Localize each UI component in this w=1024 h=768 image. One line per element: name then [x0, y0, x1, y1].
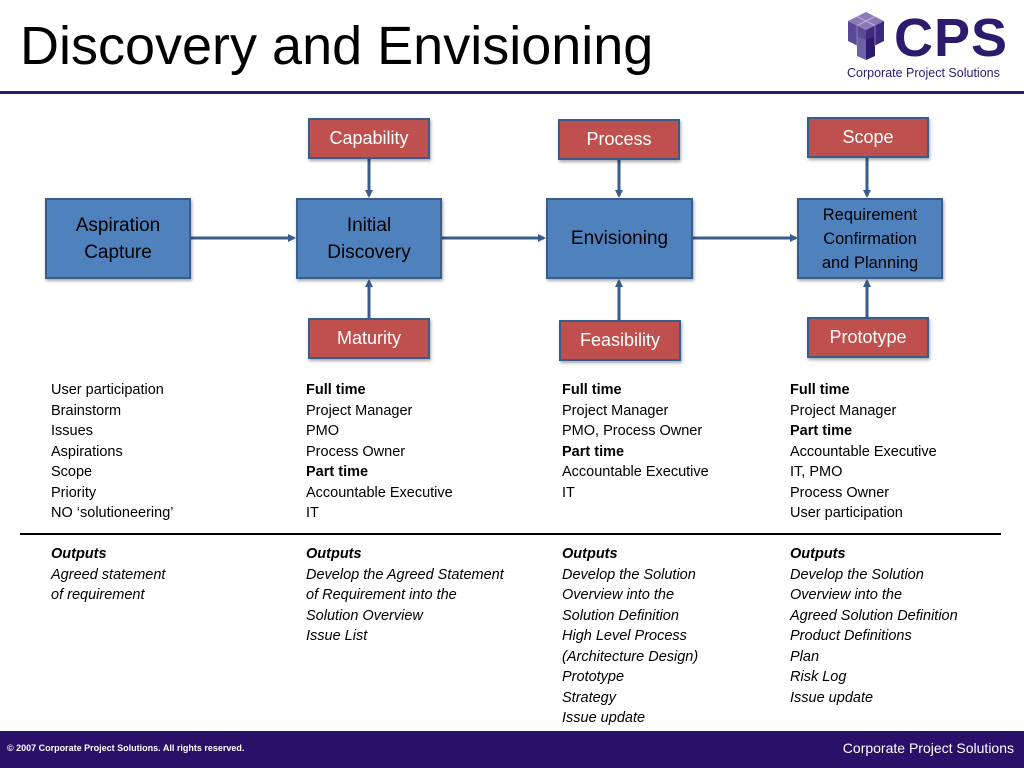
footer-bar: © 2007 Corporate Project Solutions. All …	[0, 731, 1024, 768]
cps-logo: CPS Corporate Project Solutions	[838, 8, 1018, 86]
participant-group-heading: Part time	[790, 423, 853, 439]
input-capability: Capability	[308, 118, 430, 159]
participant-group-heading: Full time	[306, 382, 366, 398]
output-item: Develop the Agreed Statement	[306, 566, 504, 583]
participant-item: IT, PMO	[790, 464, 843, 480]
participant-item: User participation	[790, 505, 903, 521]
participant-item: Aspirations	[51, 443, 123, 460]
stage-initial-discovery: Initial Discovery	[296, 198, 442, 279]
outputs-heading: Outputs	[306, 546, 362, 562]
output-item: of requirement	[51, 587, 145, 603]
input-scope: Scope	[807, 117, 929, 158]
output-item: (Architecture Design)	[562, 648, 699, 665]
footer-company-name: Corporate Project Solutions	[842, 740, 1014, 756]
participant-item: Brainstorm	[51, 402, 122, 419]
slide-title: Discovery and Envisioning	[20, 16, 654, 76]
cube-logo-icon	[848, 12, 884, 60]
output-item: High Level Process	[562, 628, 687, 644]
participant-item: Priority	[51, 484, 97, 501]
output-item: Prototype	[562, 669, 625, 685]
participant-item: Process Owner	[306, 443, 406, 460]
output-item: Plan	[790, 648, 820, 665]
participant-item: Scope	[51, 464, 93, 480]
participant-group-heading: Full time	[562, 382, 622, 398]
output-item: Product Definitions	[790, 628, 912, 644]
participant-item: IT	[562, 484, 575, 501]
output-item: Issue update	[562, 710, 646, 726]
participant-item: PMO, Process Owner	[562, 423, 703, 439]
participant-item: NO ‘solutioneering’	[51, 505, 174, 521]
output-item: Agreed Solution Definition	[790, 607, 958, 624]
participant-item: Project Manager	[306, 402, 413, 419]
output-item: Issue update	[790, 689, 874, 706]
participant-group-heading: Part time	[306, 464, 369, 480]
input-maturity: Maturity	[308, 318, 430, 359]
output-item: Strategy	[562, 689, 616, 706]
copyright-text: © 2007 Corporate Project Solutions. All …	[7, 743, 245, 753]
participant-item: Project Manager	[562, 402, 669, 419]
title-divider	[0, 91, 1024, 94]
outputs-heading: Outputs	[790, 546, 846, 562]
participant-item: IT	[306, 505, 319, 521]
output-item: Solution Overview	[306, 607, 423, 624]
output-item: Overview into the	[562, 587, 675, 603]
output-item: Risk Log	[790, 669, 847, 685]
output-item: Overview into the	[790, 587, 903, 603]
input-prototype: Prototype	[807, 317, 929, 358]
participant-item: Accountable Executive	[790, 443, 937, 460]
participant-item: PMO	[306, 423, 340, 439]
participant-group-heading: Full time	[790, 382, 850, 398]
participant-item: Accountable Executive	[306, 484, 453, 501]
participant-item: User participation	[51, 382, 164, 398]
process-flow-arrows	[191, 158, 871, 320]
output-item: Solution Definition	[562, 607, 679, 624]
stage-envisioning: Envisioning	[546, 198, 693, 279]
logo-subtitle: Corporate Project Solutions	[847, 66, 1000, 80]
logo-wordmark: CPS	[894, 8, 1009, 68]
participant-item: Accountable Executive	[562, 464, 709, 480]
output-item: Issue List	[306, 628, 368, 644]
participant-item: Process Owner	[790, 484, 890, 501]
participant-group-heading: Part time	[562, 443, 625, 460]
output-item: of Requirement into the	[306, 587, 457, 603]
participant-item: Project Manager	[790, 402, 897, 419]
input-process: Process	[558, 119, 680, 160]
output-item: Agreed statement	[51, 566, 166, 583]
participant-item: Issues	[51, 423, 93, 439]
outputs-heading: Outputs	[51, 546, 107, 562]
input-feasibility: Feasibility	[559, 320, 681, 361]
stage-aspiration-capture: Aspiration Capture	[45, 198, 191, 279]
section-divider	[20, 533, 1001, 535]
stage-requirement-confirmation: Requirement Confirmation and Planning	[797, 198, 943, 279]
outputs-heading: Outputs	[562, 546, 618, 562]
output-item: Develop the Solution	[790, 566, 924, 583]
output-item: Develop the Solution	[562, 566, 696, 583]
